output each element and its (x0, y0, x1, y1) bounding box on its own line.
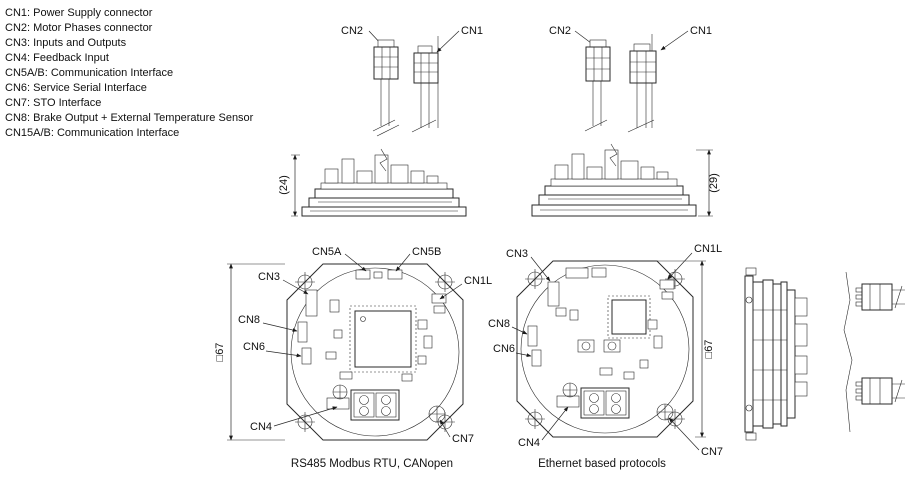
cn3-connector (547, 281, 560, 307)
profile-view-left: (24) (278, 148, 467, 217)
board-left-callouts: CN5A CN5B CN3 CN1L CN8 CN6 CN4 CN7 (238, 246, 492, 445)
profile-detail (310, 201, 458, 212)
cn5b-connector (387, 269, 403, 280)
board-right-dimension: □67 (657, 260, 715, 438)
mating-connector-bottom (855, 377, 905, 405)
board-top-view-right: CN3 CN1L CN8 CN6 CN4 CN7 □67 Ethernet ba… (488, 243, 723, 470)
cn4-connector (556, 395, 580, 408)
cn6-connector (301, 347, 312, 365)
dim-67-left: □67 (214, 343, 226, 362)
break-mark (379, 148, 388, 172)
legend-item: CN15A/B: Communication Interface (5, 127, 180, 139)
mount-holes (525, 269, 685, 429)
cn7-sto (428, 405, 446, 423)
board-top-view-left: CN5A CN5B CN3 CN1L CN8 CN6 CN4 CN7 (214, 246, 492, 470)
callout-cn4: CN4 (518, 437, 540, 449)
legend-item: CN7: STO Interface (5, 97, 102, 109)
power-connector (350, 389, 400, 421)
cn2-label: CN2 (549, 25, 571, 37)
legend-item: CN8: Brake Output + External Temperature… (5, 112, 254, 124)
cn4-connector (326, 397, 350, 410)
legend-item: CN2: Motor Phases connector (5, 22, 153, 34)
leader-line (660, 30, 689, 51)
callout-cn3: CN3 (258, 271, 280, 283)
power-connector (580, 387, 630, 419)
ethernet-chip (611, 299, 647, 335)
break-line (843, 271, 853, 433)
legend-item: CN4: Feedback Input (5, 52, 109, 64)
chip-pins (607, 295, 651, 339)
dim-67-right: □67 (703, 340, 715, 359)
callout-cn7: CN7 (701, 446, 723, 458)
callout-cn3: CN3 (506, 248, 528, 260)
cn2-label: CN2 (341, 25, 363, 37)
break-mark (609, 143, 618, 167)
callout-cn8: CN8 (488, 318, 510, 330)
profile-detail (540, 198, 688, 211)
cn8-connector (527, 325, 538, 347)
callout-cn8: CN8 (238, 314, 260, 326)
callout-cn5b: CN5B (412, 246, 441, 258)
cn8-connector (297, 321, 308, 343)
caption-right: Ethernet based protocols (538, 458, 666, 470)
connector-side-view-left: CN2 CN1 (341, 25, 483, 137)
assembly-side-view (744, 267, 808, 441)
board-left-dimension: □67 (214, 263, 285, 441)
cn1l-connector (431, 293, 447, 304)
dim-29-label: (29) (708, 173, 720, 193)
legend-item: CN6: Service Serial Interface (5, 82, 147, 94)
screw (332, 384, 348, 400)
callout-cn6: CN6 (493, 343, 515, 355)
leader-line (436, 30, 460, 53)
cn1-label: CN1 (690, 25, 712, 37)
cn6-connector (531, 349, 542, 367)
callout-cn1l: CN1L (464, 275, 492, 287)
connector-side-view-right: CN2 CN1 (549, 25, 712, 133)
caption-left: RS485 Modbus RTU, CANopen (291, 458, 453, 470)
cn1l-connector (659, 279, 675, 290)
callout-cn4: CN4 (250, 421, 272, 433)
cn5a-connector (355, 269, 371, 280)
cn1-label: CN1 (461, 25, 483, 37)
misc-components (555, 307, 663, 380)
misc-components (325, 299, 433, 382)
callout-cn5a: CN5A (312, 246, 342, 258)
board-right-callouts: CN3 CN1L CN8 CN6 CN4 CN7 (488, 243, 723, 458)
qfp-pins (349, 305, 417, 373)
legend-item: CN1: Power Supply connector (5, 7, 153, 19)
legend-item: CN5A/B: Communication Interface (5, 67, 174, 79)
cn3-connector (305, 289, 318, 317)
legend-item: CN3: Inputs and Outputs (5, 37, 127, 49)
main-processor (354, 310, 412, 368)
profile-view-right: (29) (531, 143, 720, 217)
connector-detail-view (843, 271, 905, 433)
dim-24-label: (24) (278, 175, 290, 195)
callout-cn1l: CN1L (694, 243, 722, 255)
callout-cn7: CN7 (452, 433, 474, 445)
connector-legend: CN1: Power Supply connector CN2: Motor P… (5, 6, 253, 141)
mating-connector-top (855, 283, 905, 311)
magnetics (577, 339, 621, 353)
callout-cn6: CN6 (243, 341, 265, 353)
cn7-sto (656, 403, 674, 421)
screw (562, 382, 578, 398)
